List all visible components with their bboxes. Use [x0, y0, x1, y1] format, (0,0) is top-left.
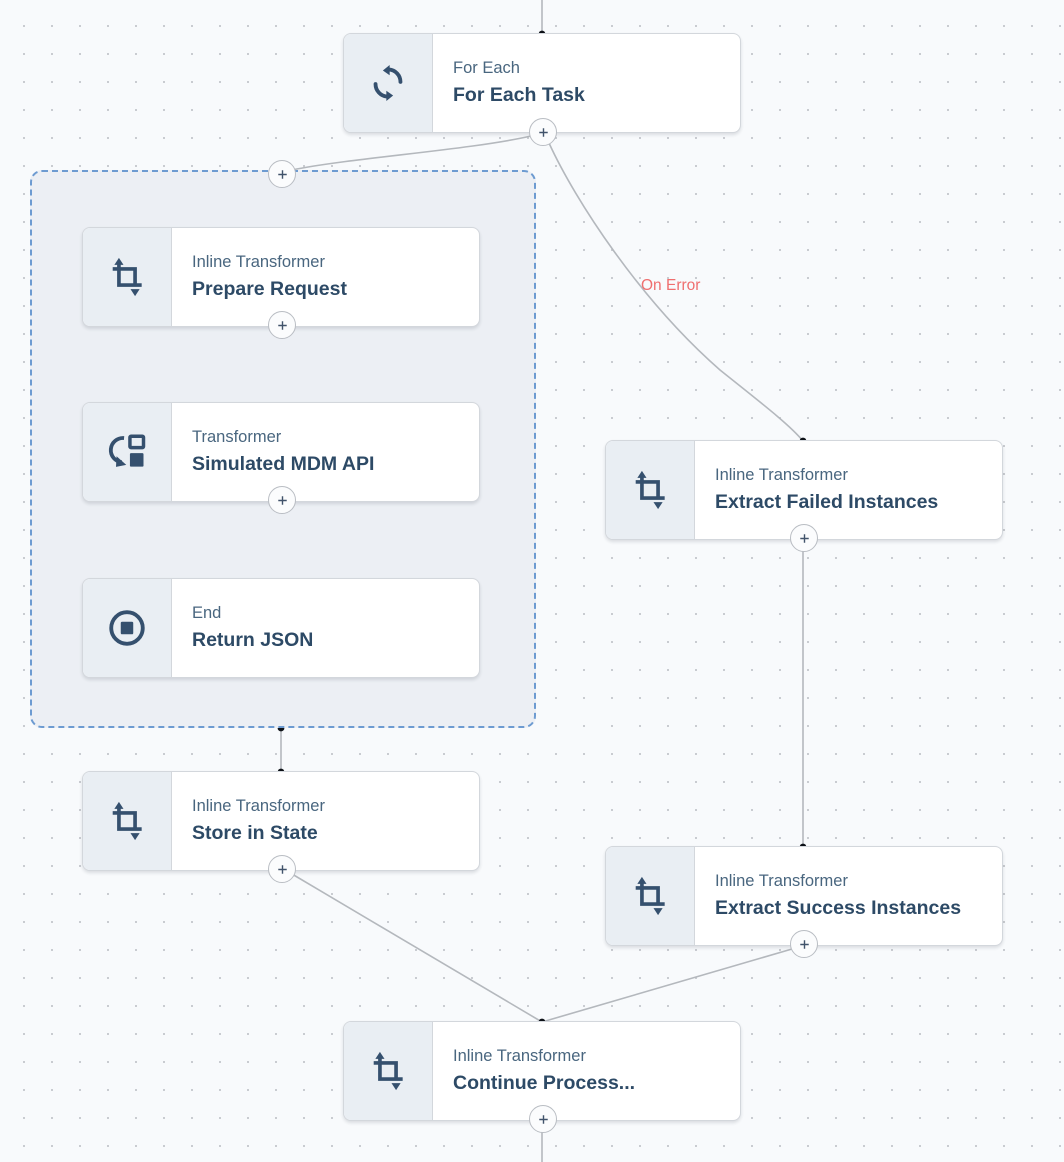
plus-extract-success-instances[interactable]	[790, 930, 818, 958]
plus-icon	[277, 495, 287, 505]
plus-icon	[799, 533, 809, 543]
node-type-label: Inline Transformer	[192, 797, 325, 816]
transformer-icon	[83, 403, 172, 501]
node-type-label: Inline Transformer	[192, 253, 325, 272]
on-error-label: On Error	[641, 277, 701, 294]
plus-icon	[277, 864, 287, 874]
crop-transform-icon	[344, 1022, 433, 1120]
node-title-label: Store in State	[192, 822, 318, 845]
plus-for-each-task[interactable]	[529, 118, 557, 146]
edge-store-to-continue	[291, 873, 543, 1023]
crop-transform-icon	[635, 470, 665, 510]
node-type-label: For Each	[453, 59, 520, 78]
node-title-label: Extract Failed Instances	[715, 491, 939, 514]
node-type-label: Inline Transformer	[715, 872, 848, 891]
crop-transform-icon	[373, 1051, 403, 1091]
plus-icon	[277, 169, 287, 179]
plus-icon	[799, 939, 809, 949]
plus-prepare-request[interactable]	[268, 311, 296, 339]
crop-transform-icon	[606, 847, 695, 945]
node-title-label: Extract Success Instances	[715, 897, 962, 920]
crop-transform-icon	[83, 772, 172, 870]
node-title-label: Return JSON	[192, 629, 314, 652]
transformer-icon	[108, 434, 146, 467]
node-title-label: For Each Task	[453, 84, 585, 107]
loop-refresh-icon	[373, 65, 403, 101]
plus-icon	[538, 127, 548, 137]
edge-for-each-to-group	[291, 135, 532, 171]
plus-group-top[interactable]	[268, 160, 296, 188]
plus-icon	[538, 1114, 548, 1124]
crop-transform-icon	[606, 441, 695, 539]
node-type-label: Inline Transformer	[715, 466, 848, 485]
node-type-label: Inline Transformer	[453, 1047, 586, 1066]
plus-continue-process[interactable]	[529, 1105, 557, 1133]
plus-icon	[277, 320, 287, 330]
crop-transform-icon	[635, 876, 665, 916]
stop-circle-icon	[109, 610, 145, 646]
node-type-label: End	[192, 604, 222, 623]
crop-transform-icon	[112, 257, 142, 297]
plus-simulated-mdm-api[interactable]	[268, 486, 296, 514]
node-type-label: Transformer	[192, 428, 282, 447]
node-title-label: Prepare Request	[192, 278, 347, 301]
node-title-label: Simulated MDM API	[192, 453, 375, 476]
plus-store-in-state[interactable]	[268, 855, 296, 883]
stop-circle-icon	[83, 579, 172, 677]
loop-refresh-icon	[344, 34, 433, 132]
crop-transform-icon	[83, 228, 172, 326]
plus-extract-failed-instances[interactable]	[790, 524, 818, 552]
edge-success-to-continue	[541, 948, 793, 1023]
crop-transform-icon	[112, 801, 142, 841]
node-title-label: Continue Process...	[453, 1072, 636, 1095]
